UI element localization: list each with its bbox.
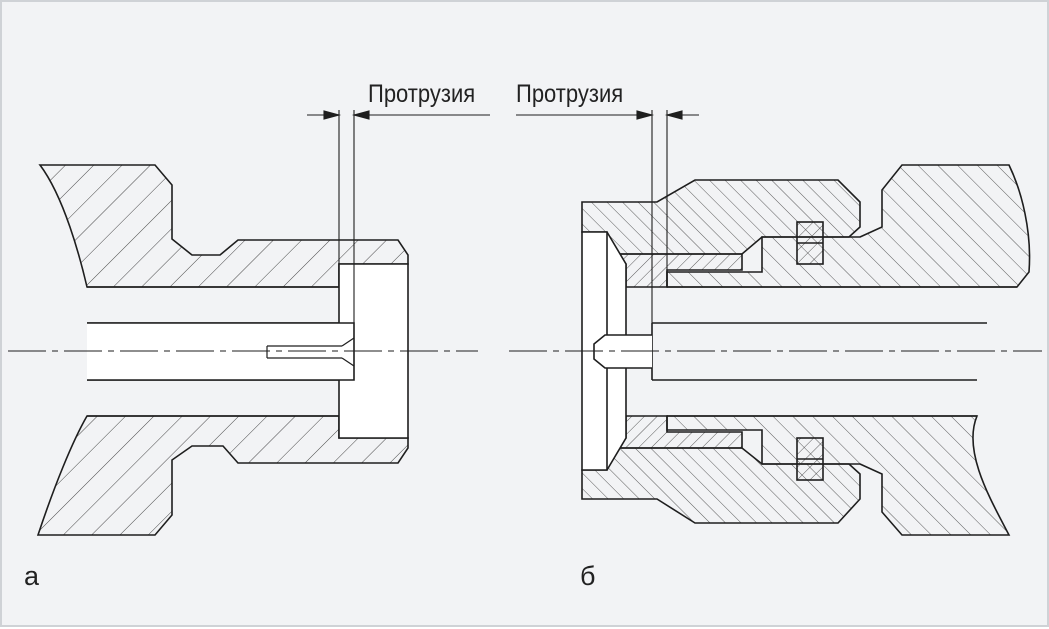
- figure-label-b: б: [580, 561, 596, 591]
- connector-a: [36, 110, 409, 536]
- connector-a-pin-tip: [266, 345, 342, 359]
- protrusion-label-a: Протрузия: [368, 80, 476, 108]
- connector-a-body-bottom: [36, 415, 409, 536]
- protrusion-label-b: Протрузия: [516, 80, 624, 108]
- connector-b: [581, 110, 1031, 536]
- figure-label-a: а: [24, 561, 40, 591]
- dimension-b: [516, 110, 699, 120]
- connector-a-body-top: [38, 164, 409, 288]
- dimension-a: [307, 110, 490, 120]
